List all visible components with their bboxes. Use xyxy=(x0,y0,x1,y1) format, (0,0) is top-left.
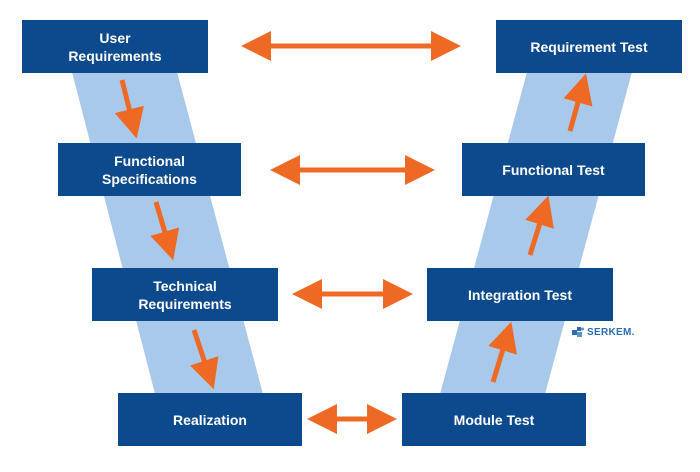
serkem-logo: SERKEM. xyxy=(572,326,635,338)
arrow-functional-to-technical xyxy=(150,201,180,261)
box-label-line: Requirements xyxy=(68,47,162,64)
logo-text: SERKEM. xyxy=(587,326,635,338)
box-label-line: Realization xyxy=(173,411,247,428)
box-label-line: Specifications xyxy=(102,170,197,187)
box-label-line: Requirements xyxy=(138,295,232,312)
box-label-line: User xyxy=(99,29,131,46)
puzzle-icon xyxy=(572,327,584,337)
box-realization: Realization xyxy=(118,393,302,446)
arrow-functional-test-to-requirement-test xyxy=(563,73,593,132)
box-integration-test: Integration Test xyxy=(427,268,613,321)
box-label-line: Module Test xyxy=(453,411,535,428)
box-label-line: Technical xyxy=(153,277,217,294)
box-label-line: Integration Test xyxy=(468,286,572,303)
box-requirement-test: Requirement Test xyxy=(496,20,682,73)
arrow-technical-to-realization xyxy=(190,329,219,390)
box-label-line: Functional xyxy=(114,152,185,169)
box-technical-requirements: Technical Requirements xyxy=(92,268,278,321)
box-label-line: Functional Test xyxy=(502,161,605,178)
arrow-integration-to-functional-test xyxy=(525,195,554,256)
box-label-line: Requirement Test xyxy=(530,38,648,55)
box-functional-specifications: Functional Specifications xyxy=(58,143,241,196)
box-functional-test: Functional Test xyxy=(462,143,645,196)
arrow-module-to-integration xyxy=(488,321,517,383)
arrow-user-to-functional xyxy=(114,79,144,139)
box-user-requirements: User Requirements xyxy=(22,20,208,73)
box-module-test: Module Test xyxy=(402,393,586,446)
